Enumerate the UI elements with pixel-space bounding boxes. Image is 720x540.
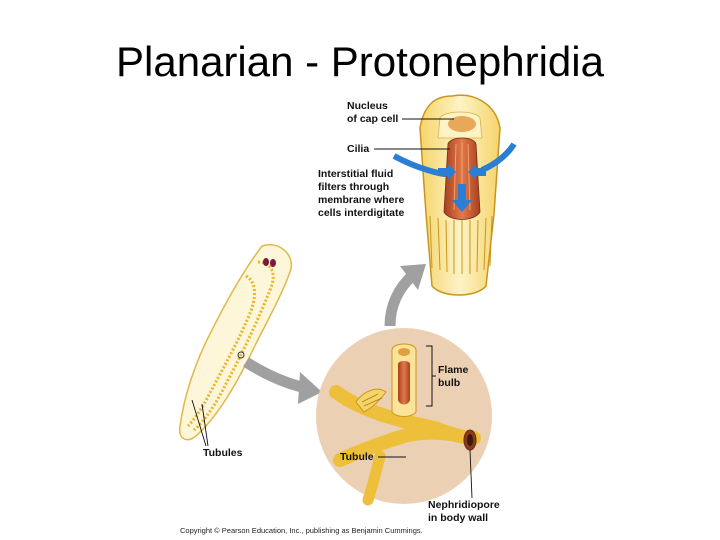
gray-arrow-to-circle bbox=[243, 357, 322, 404]
flame-bulb-enlarged bbox=[392, 94, 517, 296]
copyright-text: Copyright © Pearson Education, Inc., pub… bbox=[180, 526, 423, 535]
planarian-worm bbox=[178, 244, 293, 447]
fluid-flow-arrows-icon bbox=[438, 164, 486, 212]
label-nucleus-1: Nucleus bbox=[347, 100, 388, 112]
label-fluid-3: membrane where bbox=[318, 194, 405, 206]
label-cilia: Cilia bbox=[347, 143, 369, 155]
leader-lines bbox=[374, 118, 473, 499]
label-tubule: Tubule bbox=[340, 451, 374, 463]
magnified-circle bbox=[316, 328, 492, 506]
label-tubules: Tubules bbox=[203, 447, 243, 459]
labels: Nucleus of cap cell Cilia Interstitial f… bbox=[203, 100, 500, 524]
label-flame-2: bulb bbox=[438, 377, 460, 389]
cap-cell-nucleus bbox=[448, 116, 476, 132]
label-fluid-1: Interstitial fluid bbox=[318, 168, 393, 180]
label-fluid-2: filters through bbox=[318, 181, 389, 193]
label-fluid-4: cells interdigitate bbox=[318, 207, 405, 219]
gray-arrow-to-bulb bbox=[384, 264, 426, 327]
label-nephridiopore-1: Nephridiopore bbox=[428, 499, 500, 511]
label-flame-1: Flame bbox=[438, 364, 469, 376]
slide-title: Planarian - Protonephridia bbox=[116, 38, 604, 85]
label-nucleus-2: of cap cell bbox=[347, 113, 398, 125]
worm-eyes-icon bbox=[263, 258, 276, 267]
label-nephridiopore-2: in body wall bbox=[428, 512, 488, 524]
